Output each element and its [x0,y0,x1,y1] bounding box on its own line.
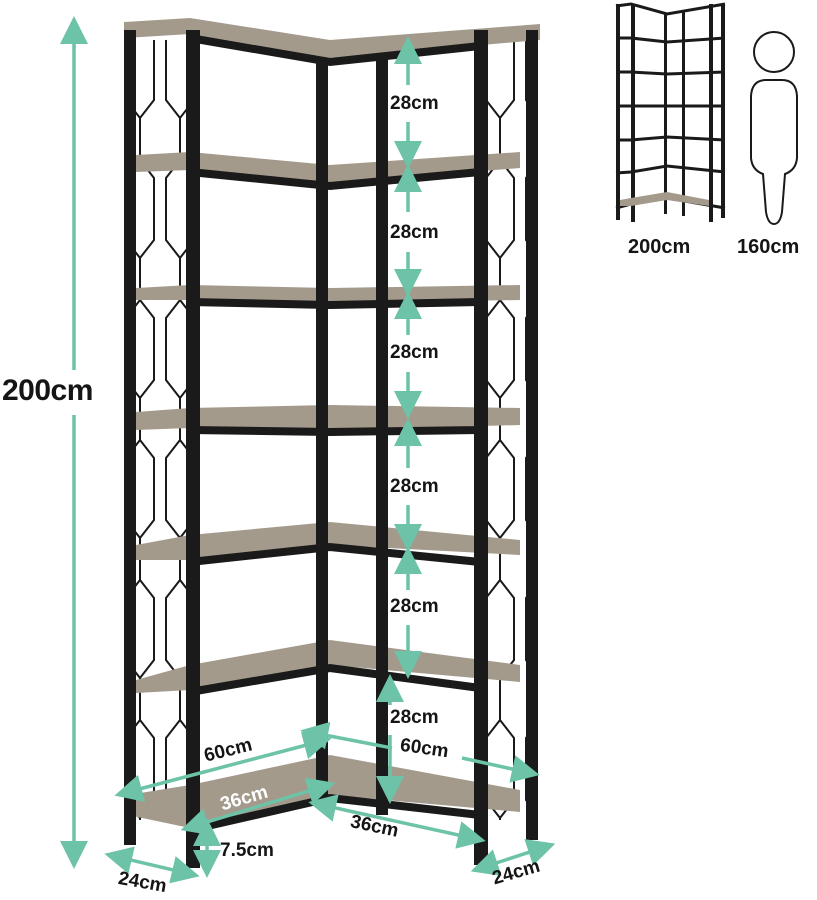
shelf-gap-label-3: 28cm [390,342,439,363]
shelf-gap-label-6: 28cm [390,707,439,728]
thumbnail-shelf [615,2,726,222]
shelf-gap-label-2: 28cm [390,222,439,243]
person-height-label: 160cm [737,236,800,258]
thumbnail-shelf-height-label: 200cm [628,236,691,258]
bottom-clearance-label: 7.5cm [220,840,274,861]
main-shelf [124,18,540,868]
shelf-gap-label-1: 28cm [390,93,439,114]
frame-posts [124,30,538,868]
shelf-gap-label-4: 28cm [390,476,439,497]
shelf-gap-label-5: 28cm [390,596,439,617]
dimension-arrows [60,15,556,884]
person-silhouette-icon [750,31,798,226]
total-height-label: 200cm [2,374,93,407]
